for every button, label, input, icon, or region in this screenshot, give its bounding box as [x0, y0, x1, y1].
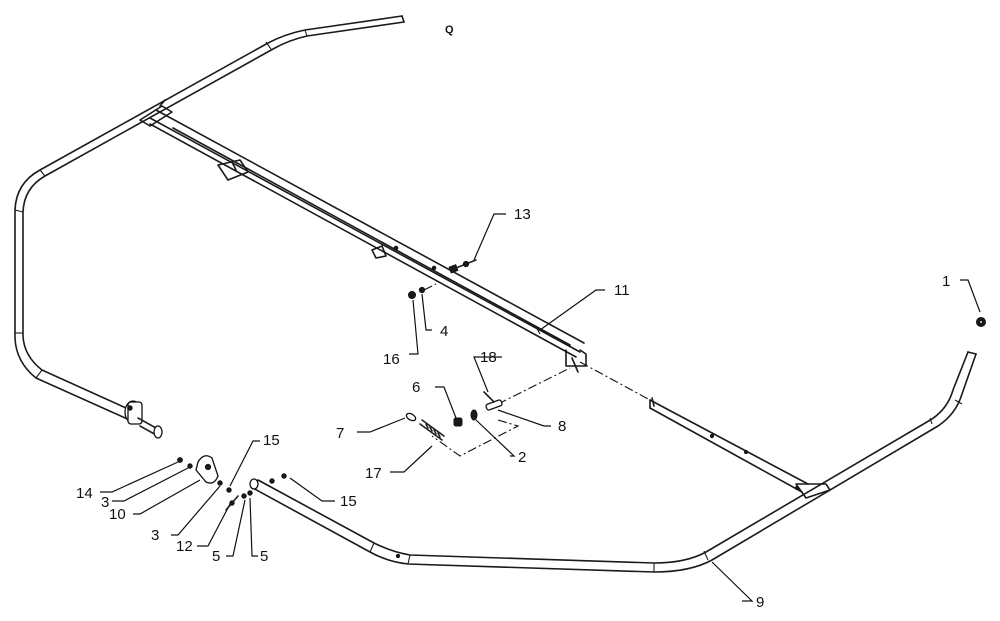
cross-bar-11	[139, 99, 587, 373]
callout-12: 12	[176, 538, 193, 555]
callout-5-a: 5	[212, 548, 220, 565]
part-15-bolt-a	[226, 487, 232, 493]
assembly-centerlines	[423, 283, 651, 457]
leader-lines	[100, 213, 981, 602]
lower-rail	[649, 397, 831, 499]
part-6-bushing	[453, 417, 463, 427]
part-16-washer	[408, 291, 416, 299]
callout-16: 16	[383, 351, 400, 368]
part-18-cotter	[483, 391, 495, 403]
part-3-washer-b	[217, 480, 223, 486]
part-5-nut-a	[241, 493, 247, 499]
callout-5-b: 5	[260, 548, 268, 565]
callout-4: 4	[440, 323, 448, 340]
hardware-parts	[177, 259, 986, 511]
callout-7: 7	[336, 425, 344, 442]
callout-15-b: 15	[340, 493, 357, 510]
part-8-pin	[485, 399, 503, 411]
part-14-bolt-head	[177, 457, 183, 463]
callout-3-a: 3	[101, 494, 109, 511]
callout-9: 9	[756, 594, 764, 611]
part-5-nut-b	[247, 490, 253, 496]
part-4-spacer	[418, 286, 426, 294]
callout-18: 18	[480, 349, 497, 366]
sheet-mark: Q	[445, 24, 454, 36]
callout-10: 10	[109, 506, 126, 523]
part-2-washer	[470, 409, 478, 421]
callout-labels: Q 1 11 13 16 4 18 6 7 17 8 2 9 15 14 3 1…	[76, 24, 950, 611]
callout-8: 8	[558, 418, 566, 435]
callout-2: 2	[518, 449, 526, 466]
callout-17: 17	[365, 465, 382, 482]
callout-15-a: 15	[263, 432, 280, 449]
callout-13: 13	[514, 206, 531, 223]
callout-14: 14	[76, 485, 93, 502]
callout-6: 6	[412, 379, 420, 396]
callout-1: 1	[942, 273, 950, 290]
bow-end-fitting	[124, 400, 163, 439]
callout-3-b: 3	[151, 527, 159, 544]
frame-tube-lower-9	[249, 351, 977, 573]
part-17-spring	[419, 419, 445, 441]
part-7-clip	[405, 412, 417, 422]
callout-11: 11	[614, 282, 630, 299]
part-15-bolt-b	[269, 478, 275, 484]
frame-tube-upper	[14, 15, 405, 422]
